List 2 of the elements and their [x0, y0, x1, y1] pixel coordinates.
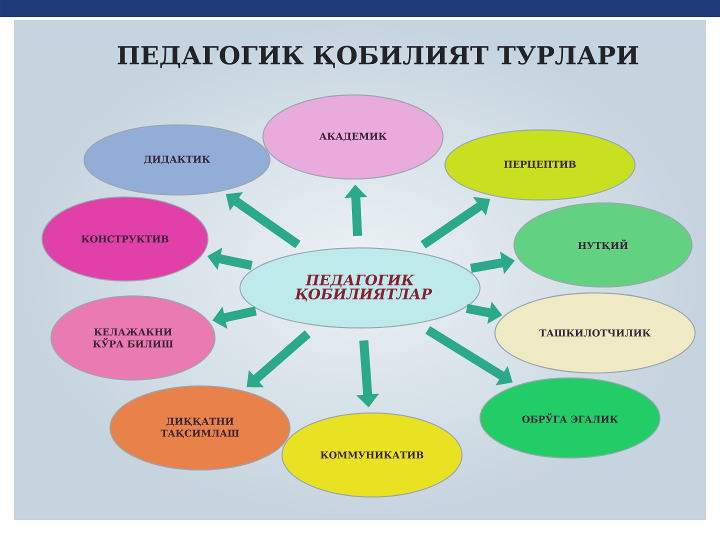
block-arrow	[246, 330, 311, 388]
title: ПЕДАГОГИК ҚОБИЛИЯТ ТУРЛАРИ	[118, 46, 638, 68]
